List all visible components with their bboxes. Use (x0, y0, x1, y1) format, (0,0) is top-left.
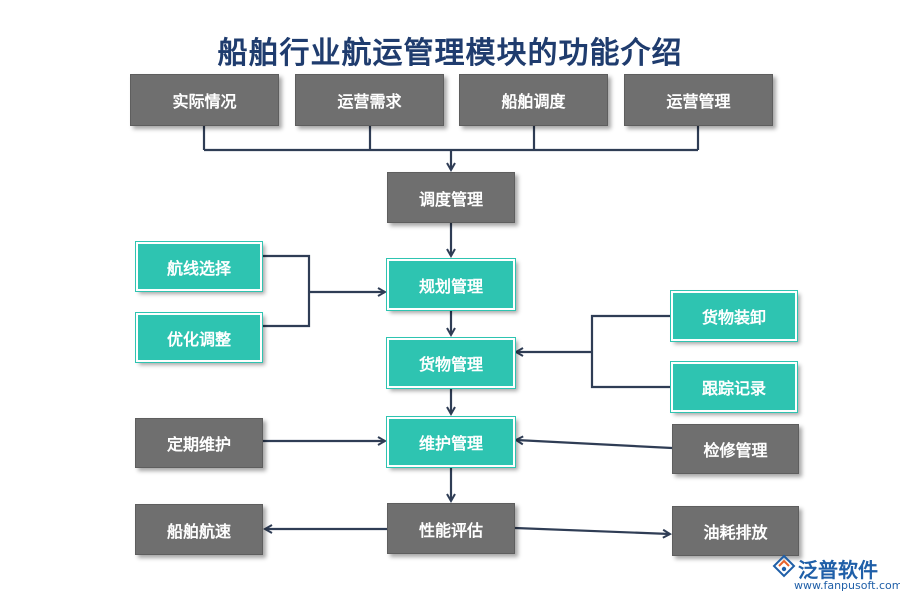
arrow-inspection-to-maintenance (516, 440, 673, 450)
node-optimize-adjust: 优化调整 (135, 312, 263, 363)
node-maintenance-management: 维护管理 (386, 416, 516, 468)
arrow-performance-to-fuel (514, 526, 670, 534)
node-planning-management: 规划管理 (386, 258, 516, 311)
page-title: 船舶行业航运管理模块的功能介绍 (217, 36, 683, 71)
node-cargo-management: 货物管理 (386, 337, 516, 389)
node-route-selection: 航线选择 (135, 241, 263, 292)
node-tracking-record: 跟踪记录 (670, 361, 798, 413)
node-operation-management: 运营管理 (624, 74, 773, 126)
connector-route-selection (262, 254, 311, 328)
node-ship-speed: 船舶航速 (135, 504, 263, 555)
node-ship-dispatch: 船舶调度 (459, 74, 608, 126)
logo-name: 泛普软件 (798, 558, 878, 582)
brand-logo: 泛普软件 www.fanpusoft.com (772, 552, 900, 596)
node-actual-situation: 实际情况 (130, 74, 279, 126)
node-inspection-management: 检修管理 (672, 424, 799, 474)
fanpu-logo-icon (772, 554, 796, 578)
logo-url: www.fanpusoft.com (794, 579, 900, 592)
node-shipping-demand: 运营需求 (295, 74, 444, 126)
node-regular-maintenance: 定期维护 (135, 418, 263, 468)
node-fuel-emission: 油耗排放 (672, 506, 799, 556)
node-dispatch-management: 调度管理 (387, 172, 515, 223)
connector-cargo-loading (590, 314, 671, 389)
node-cargo-loading: 货物装卸 (670, 290, 798, 342)
node-performance-evaluation: 性能评估 (387, 503, 515, 554)
